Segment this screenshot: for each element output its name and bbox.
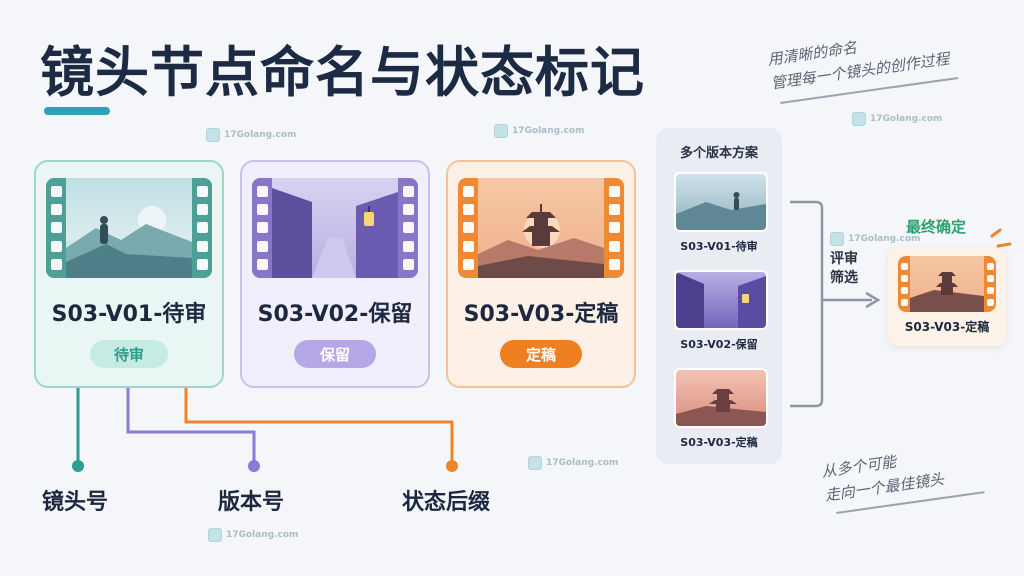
film-frame-v02: [252, 178, 418, 278]
final-film-frame: [898, 256, 996, 312]
film-strip-right: [192, 178, 212, 278]
watermark: 17Golang.com: [206, 128, 296, 142]
watermark-logo-icon: [208, 528, 222, 542]
scene-pagoda-sunset-image: [478, 178, 604, 278]
shot-label-v02: S03-V02-保留: [257, 302, 413, 327]
review-label-line-1: 评审: [830, 251, 858, 267]
shot-label-v03: S03-V03-定稿: [463, 302, 619, 327]
scene-alley-lantern-image: [272, 178, 398, 278]
shot-label-v01: S03-V01-待审: [51, 302, 207, 327]
scene-lone-figure-image: [66, 178, 192, 278]
review-filter-label: 评审 筛选: [830, 250, 858, 288]
film-strip-left: [458, 178, 478, 278]
watermark: 17Golang.com: [494, 124, 584, 138]
watermark: 17Golang.com: [208, 528, 298, 542]
status-badge-pending[interactable]: 待审: [90, 340, 168, 368]
watermark: 17Golang.com: [528, 456, 618, 470]
status-badge-keep[interactable]: 保留: [294, 340, 376, 368]
versions-panel-title: 多个版本方案: [679, 146, 758, 161]
film-strip-right: [984, 256, 996, 312]
film-strip-right: [604, 178, 624, 278]
label-shot-number: 镜头号: [42, 490, 109, 515]
final-scene-pagoda-image: [910, 256, 984, 312]
version-thumb-v02[interactable]: [674, 270, 768, 330]
version-thumb-v03[interactable]: [674, 368, 768, 428]
review-label-line-2: 筛选: [830, 270, 858, 286]
film-strip-left: [252, 178, 272, 278]
label-version-number: 版本号: [218, 490, 285, 515]
version-thumb-label-v03: S03-V03-定稿: [680, 436, 758, 449]
film-strip-left: [46, 178, 66, 278]
film-strip-left: [898, 256, 910, 312]
title-underline: [44, 107, 110, 115]
watermark-logo-icon: [206, 128, 220, 142]
film-frame-v01: [46, 178, 212, 278]
version-thumb-v01[interactable]: [674, 172, 768, 232]
watermark-logo-icon: [830, 232, 844, 246]
watermark-logo-icon: [528, 456, 542, 470]
film-frame-v03: [458, 178, 624, 278]
label-status-suffix: 状态后缀: [402, 490, 491, 515]
version-thumb-label-v01: S03-V01-待审: [680, 240, 758, 253]
watermark-logo-icon: [852, 112, 866, 126]
version-thumb-label-v02: S03-V02-保留: [680, 338, 758, 351]
film-strip-right: [398, 178, 418, 278]
status-badge-final[interactable]: 定稿: [500, 340, 582, 368]
page-title: 镜头节点命名与状态标记: [40, 41, 645, 104]
final-title: 最终确定: [906, 218, 967, 236]
final-shot-label: S03-V03-定稿: [904, 320, 990, 334]
watermark: 17Golang.com: [852, 112, 942, 126]
watermark: 17Golang.com: [830, 232, 920, 246]
watermark-logo-icon: [494, 124, 508, 138]
